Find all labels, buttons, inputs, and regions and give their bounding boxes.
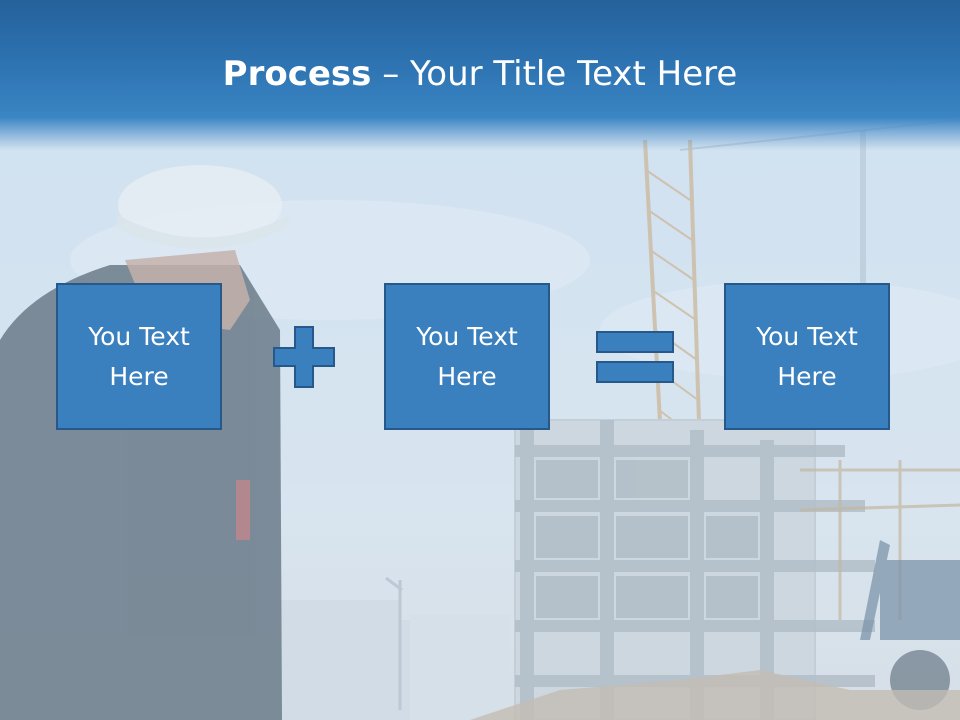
process-box-3[interactable]: You Text Here xyxy=(724,283,890,430)
title-bold-part: Process xyxy=(222,54,372,94)
plus-icon xyxy=(273,326,335,388)
slide-title[interactable]: Process – Your Title Text Here xyxy=(0,52,960,96)
process-box-1-text: You Text Here xyxy=(88,321,190,391)
title-rest-part: Your Title Text Here xyxy=(410,54,738,94)
process-box-1[interactable]: You Text Here xyxy=(56,283,222,430)
process-box-2[interactable]: You Text Here xyxy=(384,283,550,430)
process-box-2-text: You Text Here xyxy=(416,321,518,391)
title-bar: Process – Your Title Text Here xyxy=(0,0,960,150)
title-dash: – xyxy=(371,54,411,94)
equals-icon xyxy=(596,331,674,383)
process-box-3-text: You Text Here xyxy=(756,321,858,391)
